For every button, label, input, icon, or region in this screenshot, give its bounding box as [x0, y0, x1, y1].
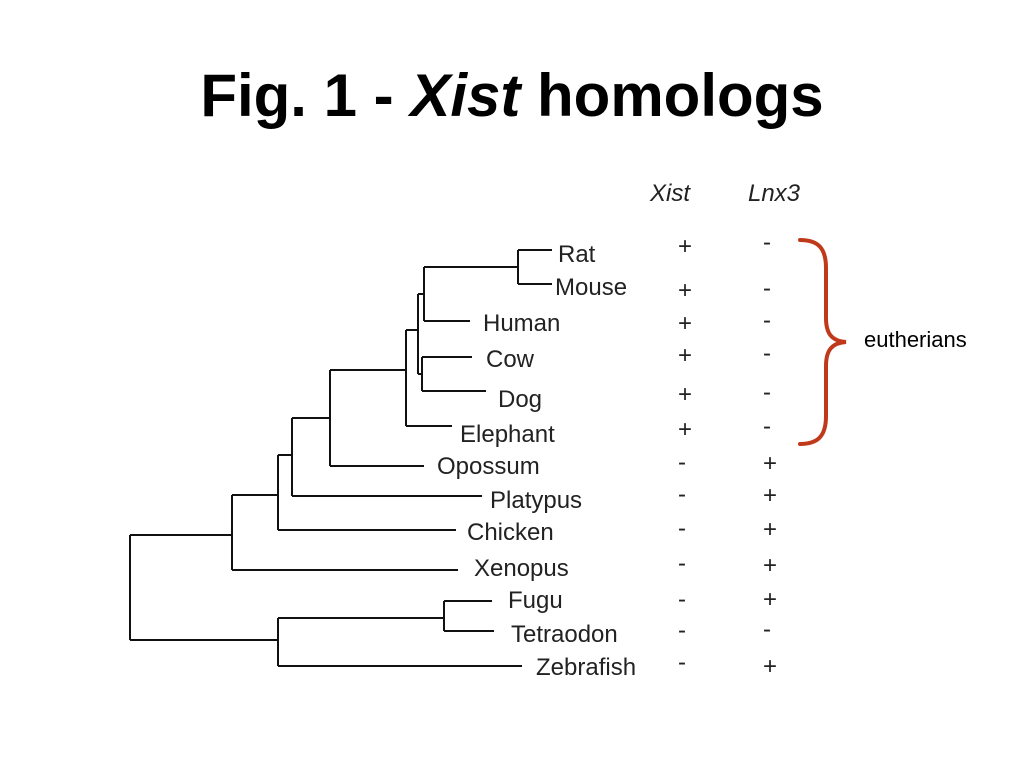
branch	[277, 618, 522, 667]
xist-mark: +	[678, 310, 692, 337]
lnx3-mark: +	[763, 516, 777, 543]
xist-mark: +	[678, 342, 692, 369]
taxon-label: Tetraodon	[511, 621, 618, 648]
branch	[277, 455, 456, 531]
branch	[443, 600, 494, 632]
taxon-label: Chicken	[467, 519, 554, 546]
xist-mark: -	[678, 617, 686, 644]
taxon-label: Zebrafish	[536, 654, 636, 681]
xist-mark: +	[678, 233, 692, 260]
taxon-label: Opossum	[437, 453, 540, 480]
xist-mark: +	[678, 381, 692, 408]
column-header-lnx3: Lnx3	[748, 180, 801, 207]
lnx3-mark: -	[763, 275, 771, 302]
lnx3-column: - - - - - - + + + + + - +	[763, 229, 777, 680]
title-suffix: homologs	[520, 62, 824, 129]
taxon-label: Rat	[558, 241, 596, 268]
branch	[129, 535, 278, 641]
group-label-eutherians: eutherians	[864, 327, 967, 352]
column-header-xist: Xist	[649, 180, 691, 207]
xist-mark: -	[678, 550, 686, 577]
xist-mark: -	[678, 481, 686, 508]
taxon-labels: Rat Mouse Human Cow Dog Elephant Opossum…	[437, 241, 636, 681]
branch	[423, 267, 428, 322]
branch	[291, 418, 482, 497]
lnx3-mark: +	[763, 586, 777, 613]
branch	[517, 249, 552, 285]
lnx3-mark: +	[763, 450, 777, 477]
lnx3-mark: +	[763, 653, 777, 680]
taxon-label: Dog	[498, 386, 542, 413]
taxon-label: Fugu	[508, 587, 563, 614]
branch	[417, 294, 422, 375]
taxon-label: Elephant	[460, 421, 555, 448]
lnx3-mark: -	[763, 379, 771, 406]
xist-mark: -	[678, 449, 686, 476]
lnx3-mark: +	[763, 552, 777, 579]
branch	[329, 370, 424, 467]
xist-mark: -	[678, 515, 686, 542]
taxon-label: Xenopus	[474, 555, 569, 582]
title-prefix: Fig. 1 -	[200, 62, 411, 129]
taxon-label: Platypus	[490, 487, 582, 514]
lnx3-mark: -	[763, 340, 771, 367]
lnx3-mark: -	[763, 307, 771, 334]
branch	[421, 356, 486, 392]
slide-title: Fig. 1 - Xist homologs	[0, 60, 1024, 132]
lnx3-mark: -	[763, 229, 771, 256]
curly-brace	[798, 238, 847, 446]
xist-mark: +	[678, 277, 692, 304]
taxon-label: Mouse	[555, 274, 627, 301]
title-gene: Xist	[410, 62, 521, 129]
branch	[231, 495, 458, 571]
xist-mark: -	[678, 649, 686, 676]
taxon-label: Human	[483, 310, 560, 337]
lnx3-mark: -	[763, 413, 771, 440]
lnx3-mark: -	[763, 616, 771, 643]
xist-column: + + + + + + - - - - - - -	[678, 233, 692, 676]
tree-branches	[129, 249, 552, 667]
lnx3-mark: +	[763, 482, 777, 509]
xist-mark: -	[678, 586, 686, 613]
taxon-label: Cow	[486, 346, 535, 373]
branch	[405, 330, 452, 427]
xist-mark: +	[678, 416, 692, 443]
